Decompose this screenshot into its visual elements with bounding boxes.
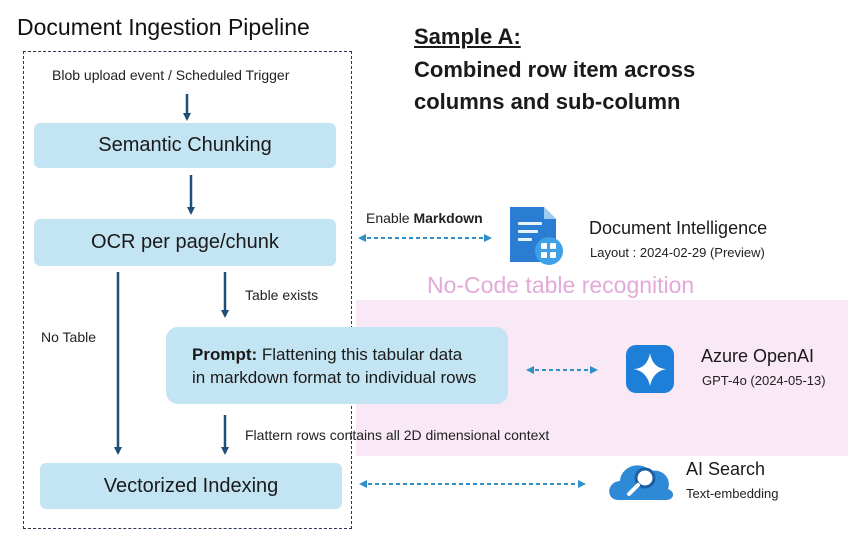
azure-openai-name: Azure OpenAI — [701, 346, 815, 366]
ai-search-icon — [609, 465, 674, 500]
document-intelligence-name: Document Intelligence — [589, 218, 768, 238]
azure-openai-detail: GPT-4o (2024-05-13) — [702, 373, 826, 388]
enable-prefix: Enable — [366, 210, 414, 226]
document-intelligence-icon — [510, 207, 563, 265]
ai-search-name: AI Search — [686, 459, 766, 479]
vectorized-indexing-step[interactable]: Vectorized Indexing — [40, 463, 342, 509]
semantic-chunking-step[interactable]: Semantic Chunking — [34, 123, 336, 168]
sample-line-2: columns and sub-column — [414, 89, 681, 114]
document-intelligence-detail: Layout : 2024-02-29 (Preview) — [590, 245, 765, 260]
sample-line-1: Combined row item across — [414, 57, 696, 82]
azure-openai-icon — [626, 345, 674, 393]
markdown-keyword: Markdown — [413, 210, 483, 226]
pipeline-frame — [23, 51, 352, 529]
no-table-label: No Table — [41, 329, 97, 345]
prompt-box[interactable]: Prompt: Flattening this tabular data in … — [166, 327, 508, 404]
prompt-text-2: in markdown format to individual rows — [192, 368, 477, 387]
ai-search-detail: Text-embedding — [686, 486, 779, 501]
flatten-rows-label: Flattern rows contains all 2D dimensiona… — [245, 427, 550, 443]
prompt-line-1: Prompt: Flattening this tabular data — [192, 343, 508, 366]
sample-title: Sample A: — [414, 24, 521, 49]
ocr-step[interactable]: OCR per page/chunk — [34, 219, 336, 266]
ocr-label: OCR per page/chunk — [91, 231, 279, 253]
trigger-label: Blob upload event / Scheduled Trigger — [52, 67, 290, 83]
prompt-keyword: Prompt: — [192, 345, 258, 364]
pipeline-title: Document Ingestion Pipeline — [17, 14, 310, 40]
semantic-chunking-label: Semantic Chunking — [98, 134, 272, 156]
table-exists-label: Table exists — [245, 287, 319, 303]
prompt-text-1: Flattening this tabular data — [257, 345, 463, 364]
vectorized-indexing-label: Vectorized Indexing — [103, 474, 279, 497]
no-code-label: No-Code table recognition — [427, 272, 695, 298]
enable-markdown-label: Enable Markdown — [366, 210, 483, 226]
